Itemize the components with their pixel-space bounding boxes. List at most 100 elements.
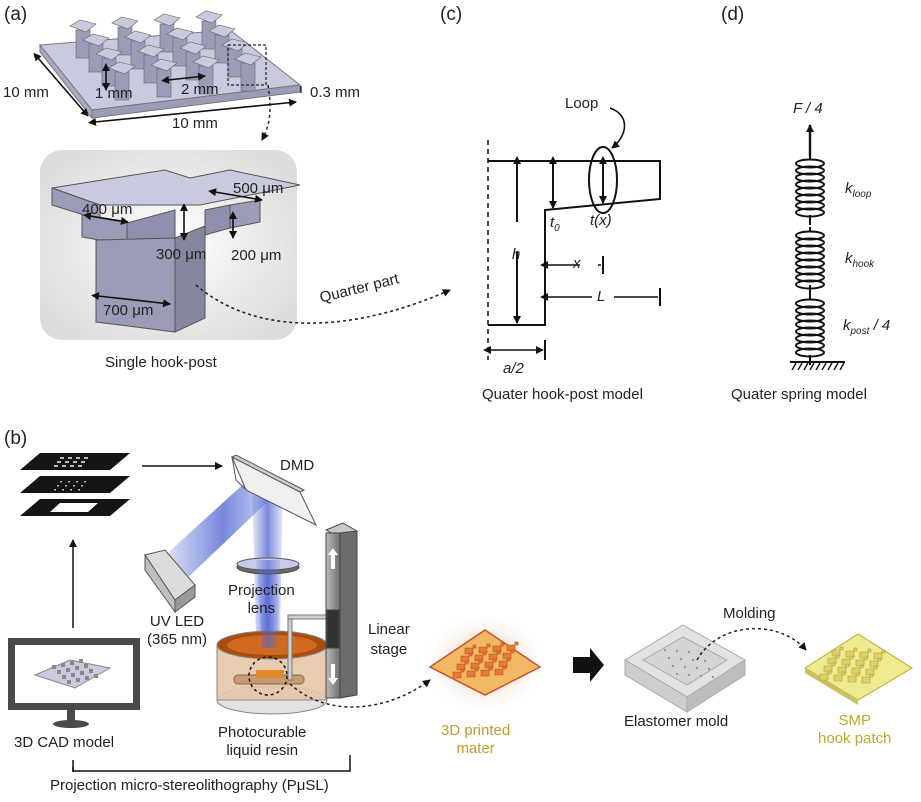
slice-dot [60, 457, 64, 459]
hook-cap [69, 19, 97, 33]
uv-led-line1: UV LED [149, 613, 205, 630]
cad-post [94, 674, 98, 678]
cad-post [67, 680, 71, 684]
spring-model-caption: Quater spring model [731, 386, 867, 403]
master-line2: mater [456, 740, 495, 757]
slice-dot [65, 461, 69, 463]
patch-post [837, 663, 850, 674]
cad-post-grid [52, 659, 98, 684]
patch-post-grid [819, 646, 886, 684]
hatch-line [833, 362, 839, 371]
uv-led-line2: (365 nm) [147, 631, 208, 648]
L-label-bg [592, 287, 614, 307]
panel-label-b: (b) [4, 428, 28, 449]
panel-label-a: (a) [4, 4, 28, 25]
hatch-line [827, 362, 833, 371]
resin-line1: Photocurable [218, 724, 307, 741]
resin-vat [216, 560, 328, 715]
slice-dot [65, 485, 67, 487]
post [117, 26, 133, 56]
cad-post [61, 663, 65, 667]
hatch-line [791, 362, 797, 371]
resin-line2: liquid resin [226, 742, 299, 759]
hatch-line [797, 362, 803, 371]
hook-cap [153, 13, 181, 27]
hatch-line [803, 362, 809, 371]
slice-dot [68, 481, 70, 483]
mold-cavity [687, 650, 691, 654]
tx-label: t(x) [590, 212, 612, 229]
master-post [480, 666, 493, 677]
lens-line1: Projection [228, 582, 295, 599]
k-hook-text: k [845, 250, 853, 267]
x-label: x [573, 255, 581, 272]
hook-cap [95, 47, 123, 61]
cad-post [80, 671, 84, 675]
hook-cap [137, 44, 165, 58]
post [201, 20, 217, 50]
block-arrow-icon [573, 648, 604, 682]
stage-up-arrow-icon [328, 548, 338, 569]
patch-post [861, 673, 874, 684]
mold-cavity [695, 666, 699, 670]
molding-label: Molding [723, 605, 776, 622]
mold-cavities [663, 648, 715, 679]
zoom-arrow [261, 84, 271, 141]
smp-patch-edge [805, 668, 858, 705]
patch-post [823, 662, 836, 673]
patch-post [865, 665, 878, 676]
force-label: F / 4 [793, 100, 823, 117]
t0-text: t [550, 214, 555, 231]
hatch-line [815, 362, 821, 371]
dimension-arrows-single [83, 188, 263, 308]
k-loop-label: kloop [845, 180, 871, 200]
lens-line2: lens [247, 600, 276, 617]
patch-line1: SMP [838, 712, 871, 729]
quarter-hook-post-model [483, 107, 661, 360]
mold-cavity [675, 649, 679, 653]
mold-cavity [667, 656, 671, 660]
post [172, 37, 188, 67]
hook-thickness-label: 200 μm [231, 247, 282, 264]
master-post [460, 652, 473, 663]
post [88, 43, 104, 73]
quarter-part-arrow [195, 284, 451, 324]
slice-dot [73, 485, 75, 487]
hatch-line [809, 362, 815, 371]
slice-dot [84, 481, 86, 483]
cad-post [66, 668, 70, 672]
post [143, 54, 159, 84]
post [75, 29, 91, 59]
slice-dot [62, 489, 64, 491]
hook-cap [179, 41, 207, 55]
k-post-subscript: post [850, 326, 870, 337]
slice-dot [76, 481, 78, 483]
h-label-bg [508, 222, 528, 252]
slice-dot [78, 489, 80, 491]
cad-post [79, 659, 83, 663]
hook-post-model-caption: Quater hook-post model [482, 386, 643, 403]
patch-post [855, 656, 868, 667]
patch-post [873, 649, 886, 660]
to-master-arrow [289, 679, 431, 708]
patch-post [819, 670, 832, 681]
uv-led [144, 549, 196, 614]
smp-hook-patch [804, 633, 913, 701]
hook-cap [111, 16, 139, 30]
ground-hatch [791, 362, 845, 371]
dmd-mirror [230, 454, 318, 527]
slice-dot [78, 465, 82, 467]
hook-cap [82, 33, 110, 47]
hook-cap [108, 61, 136, 75]
master-line1: 3D printed [441, 722, 511, 739]
cad-post [84, 664, 88, 668]
post-pitch-label: 2 mm [181, 81, 219, 98]
slice-dot [70, 465, 74, 467]
master-post [452, 668, 465, 679]
master-post [464, 644, 477, 655]
cad-post [75, 666, 79, 670]
plate-depth-label: 10 mm [3, 84, 49, 101]
h-label: h [512, 246, 521, 263]
